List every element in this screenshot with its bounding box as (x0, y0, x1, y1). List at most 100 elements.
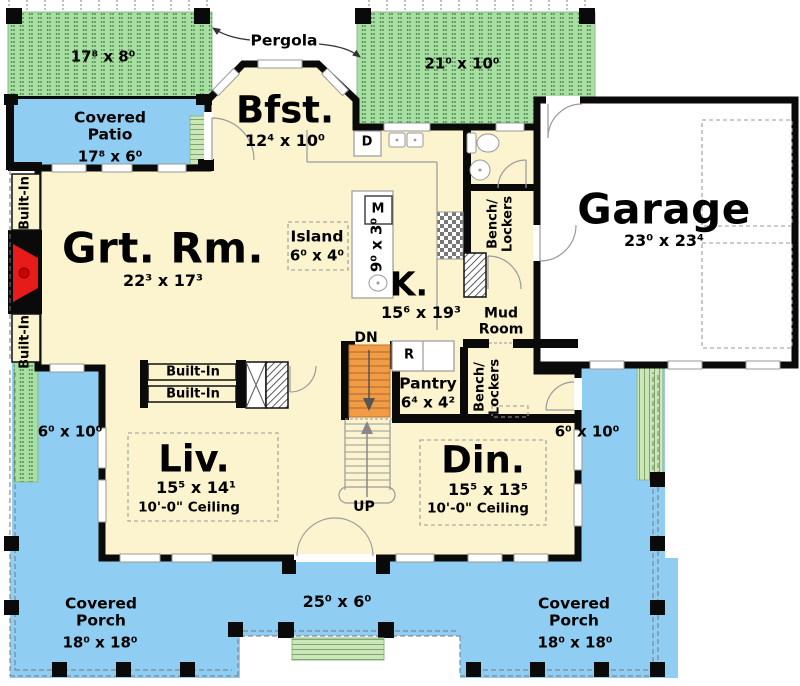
living-built-ins (147, 361, 317, 409)
island-eating-counter (287, 221, 349, 271)
cp-left-line2: Porch (76, 612, 126, 630)
pergola-posts (6, 8, 595, 24)
built-in-niche-1 (11, 173, 41, 231)
pergola-right-area (356, 11, 596, 125)
front-steps (291, 637, 385, 661)
range (436, 211, 464, 260)
dining-dims: 15⁵ x 13⁵ (447, 480, 529, 500)
toilet (476, 133, 500, 153)
great-room-name: Grt. Rm. (62, 223, 264, 273)
living-dims: 15⁵ x 14¹ (155, 478, 237, 498)
microwave-box (364, 195, 393, 225)
bench-line1: Bench/ (485, 199, 501, 249)
pergola-left-dims: 17⁸ x 8⁰ (70, 47, 136, 66)
covered-porch-left-dims: 18⁰ x 18⁰ (62, 633, 138, 652)
entry-door-gap (294, 554, 376, 562)
pantry-dims: 6⁴ x 4² (400, 393, 456, 412)
cp-right-line2: Porch (549, 612, 599, 630)
garage-bay-outline-1 (701, 119, 793, 227)
front-porch-area (230, 558, 480, 636)
bench-lockers-1-label: Bench/ Lockers (485, 196, 515, 252)
stairs-up (338, 420, 396, 504)
covered-patio-line2: Patio (87, 126, 133, 144)
built-in-left-1: Built-In (17, 176, 33, 230)
pantry-name: Pantry (399, 374, 457, 393)
pergola-right-dims: 21⁰ x 10⁰ (424, 54, 500, 73)
bench2-line2: Lockers (487, 358, 502, 416)
great-room-dims: 22³ x 17³ (122, 271, 204, 291)
right-side-porch-dims: 6⁰ x 10⁰ (554, 422, 620, 441)
island-name: Island (290, 227, 344, 246)
closet-door-arc (289, 365, 317, 393)
kitchen-dims: 15⁶ x 19³ (380, 303, 462, 323)
refrigerator-box (391, 340, 455, 372)
garage-area (533, 96, 799, 369)
pergola-label: Pergola (250, 31, 318, 50)
breakfast-name: Bfst. (235, 88, 335, 132)
porch-posts (4, 472, 665, 677)
living-name: Liv. (158, 437, 230, 481)
garage-name: Garage (577, 184, 751, 234)
built-in-top-2: Built-In (166, 386, 220, 402)
covered-porch-right-label: Covered Porch (538, 594, 610, 631)
garage-door-panel-1 (589, 360, 625, 370)
covered-patio-label: Covered Patio (74, 108, 146, 145)
covered-patio-line1: Covered (74, 108, 146, 127)
covered-patio-dims: 17⁸ x 6⁰ (77, 147, 143, 166)
refrigerator-label: R (403, 347, 415, 363)
living-ceiling: 10'-0" Ceiling (138, 499, 240, 516)
lockers-mudroom (463, 224, 577, 418)
covered-porch-left-area (10, 548, 240, 678)
garage-bay-outline-2 (701, 242, 793, 349)
bench-lockers-2 (491, 405, 529, 418)
breakfast-dims: 12⁴ x 10⁰ (244, 131, 326, 151)
garage-entry-door-gap (533, 225, 541, 261)
left-trellis (13, 361, 39, 483)
built-in-top-1: Built-In (166, 364, 220, 380)
covered-porch-right-area (460, 558, 678, 678)
patio-door-gap (204, 112, 213, 160)
left-side-porch-dims: 6⁰ x 10⁰ (37, 422, 103, 441)
pergola-arrows (212, 27, 361, 58)
mud-room-label: Mud Room (479, 306, 524, 337)
porch-areas (10, 98, 678, 678)
garage-entry-door-arc (539, 224, 577, 262)
stairs-down-label: DN (354, 330, 378, 347)
pergola-beam-ticks-right (357, 0, 595, 10)
pergola-left-area (7, 11, 213, 105)
garage-rear-door-arc (547, 103, 583, 139)
garage-door-panel-3 (745, 360, 781, 370)
windows (49, 59, 781, 563)
mud-room-line1: Mud (484, 305, 518, 322)
mud-exit-door-gap (574, 378, 582, 410)
patio-walls (4, 94, 214, 171)
bench-lockers-1 (463, 252, 487, 298)
covered-patio-area (12, 98, 210, 168)
dining-ceiling: 10'-0" Ceiling (427, 500, 529, 517)
bench-lockers-2-label: Bench/ Lockers (472, 358, 502, 416)
front-entry-doors (296, 517, 374, 557)
dining-name: Din. (441, 438, 525, 482)
patio-door-arc (211, 117, 255, 161)
cp-right-line1: Covered (538, 594, 610, 613)
bench2-line1: Bench/ (472, 362, 488, 412)
stairs-up-label: UP (353, 499, 375, 516)
powder-room-fixtures (466, 132, 527, 189)
built-in-niche-2 (11, 313, 41, 363)
mud-exit-door-arc (545, 381, 575, 411)
microwave-label: M (371, 201, 385, 217)
front-porch-dims: 25⁰ x 6⁰ (302, 592, 372, 612)
garage-door-panel-2 (667, 360, 703, 370)
dishwasher-box (353, 130, 382, 157)
garage-dims: 23⁰ x 23⁴ (623, 231, 705, 251)
powder-door-arc (497, 159, 527, 189)
garage-rear-door-gap (546, 96, 580, 105)
kitchen-name: K. (389, 264, 429, 304)
island-counter-dims: 9⁰ x 3⁰ (367, 217, 386, 273)
cp-left-line1: Covered (65, 594, 137, 613)
built-in-left-2: Built-In (17, 315, 33, 369)
toilet-tank (466, 132, 477, 154)
